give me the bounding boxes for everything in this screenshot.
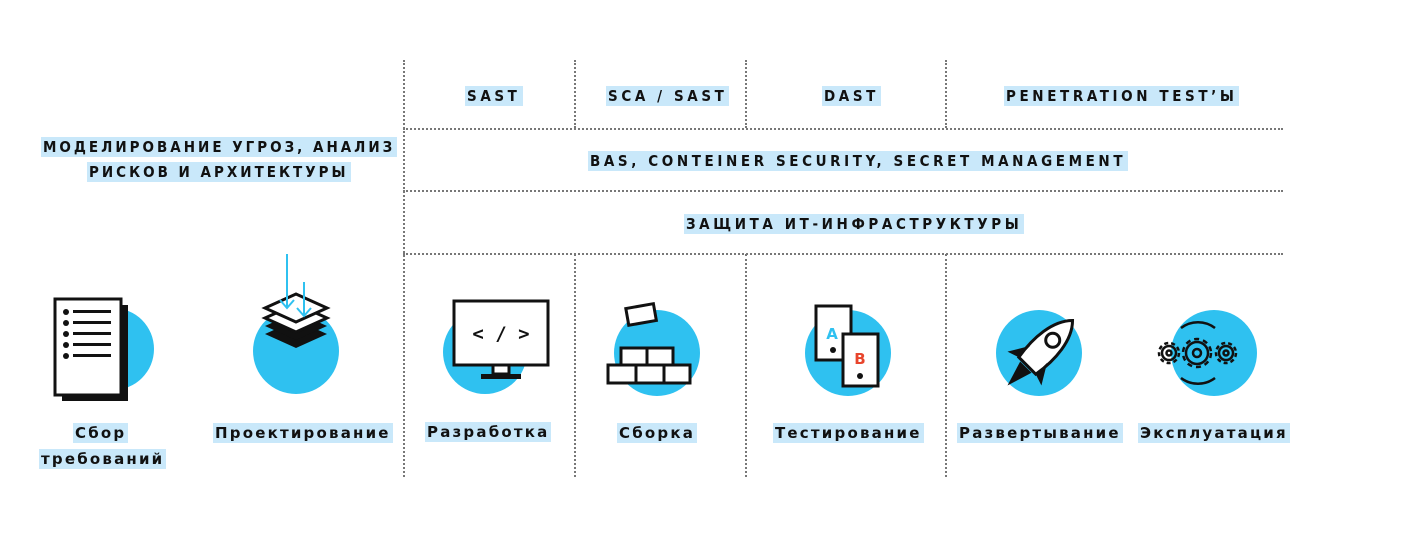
divider-4 xyxy=(945,60,947,128)
ab-test-icon: A B xyxy=(814,304,880,388)
tool-sca-sast: SCA / SAST xyxy=(606,86,730,106)
stage-testing: Тестирование xyxy=(773,423,924,443)
gears-icon xyxy=(1157,321,1238,385)
row-infra: ЗАЩИТА ИТ-ИНФРАСТРУКТУРЫ xyxy=(684,214,1025,234)
stage-operation: Эксплуатация xyxy=(1138,423,1290,443)
divider-6 xyxy=(745,254,747,477)
row-divider-2 xyxy=(403,190,1283,192)
b-letter: B xyxy=(854,350,865,368)
left-header-line-1: МОДЕЛИРОВАНИЕ УГРОЗ, АНАЛИЗ xyxy=(41,137,398,157)
divider-1 xyxy=(403,60,405,477)
stage-development: Разработка xyxy=(425,422,552,442)
divider-5 xyxy=(574,254,576,477)
document-icon xyxy=(53,297,128,401)
tool-dast: DAST xyxy=(822,86,881,106)
stage-design: Проектирование xyxy=(213,423,393,443)
layers-icon xyxy=(261,254,331,348)
tool-sast: SAST xyxy=(465,86,523,106)
tool-pentest: PENETRATION TEST’Ы xyxy=(1004,86,1240,106)
divider-7 xyxy=(945,254,947,477)
rocket-icon xyxy=(1007,318,1075,386)
divider-3 xyxy=(745,60,747,128)
row-divider-3 xyxy=(403,253,1283,255)
stage-requirements-line-2: требований xyxy=(39,449,167,469)
left-header-line-2: РИСКОВ И АРХИТЕКТУРЫ xyxy=(87,162,351,182)
code-symbol: < / > xyxy=(472,323,529,345)
monitor-icon: < / > xyxy=(452,299,550,379)
stage-requirements-line-1: Сбор xyxy=(73,423,129,443)
stage-deployment: Развертывание xyxy=(957,423,1123,443)
row-divider-1 xyxy=(403,128,1283,130)
stage-build: Сборка xyxy=(617,423,698,443)
a-letter: A xyxy=(826,325,838,343)
divider-2 xyxy=(574,60,576,128)
row-bas: BAS, CONTEINER SECURITY, SECRET MANAGEME… xyxy=(588,151,1129,171)
bricks-icon xyxy=(606,301,692,385)
